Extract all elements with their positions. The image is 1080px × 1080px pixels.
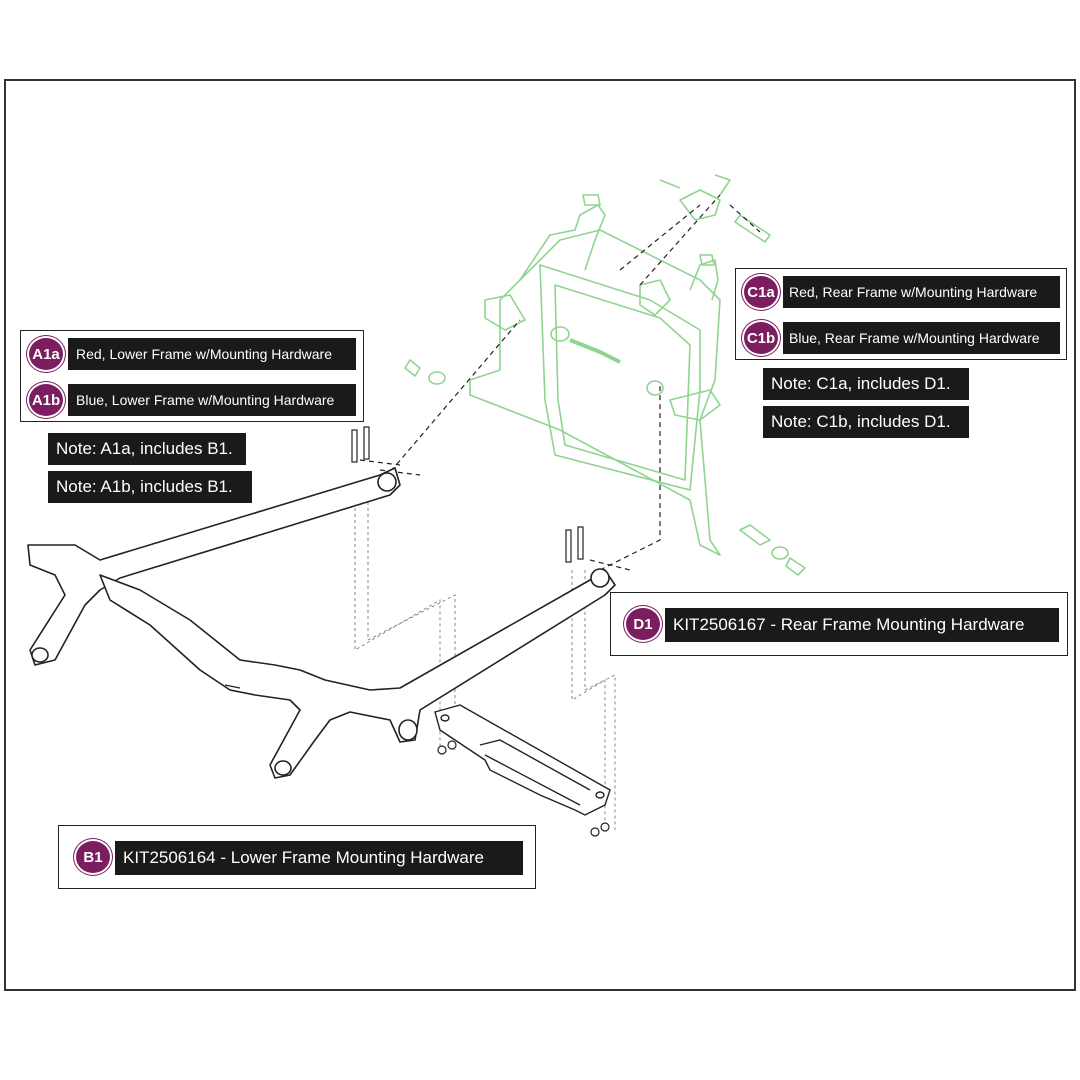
part-label-a1a-text: Red, Lower Frame w/Mounting Hardware — [76, 346, 332, 362]
part-badge-d1-code: D1 — [633, 615, 653, 633]
part-badge-a1b-code: A1b — [31, 391, 61, 409]
part-label-a1b-text: Blue, Lower Frame w/Mounting Hardware — [76, 392, 335, 408]
note-a1a: Note: A1a, includes B1. — [48, 433, 246, 465]
part-badge-b1-code: B1 — [83, 848, 103, 866]
part-badge-c1a-code: C1a — [747, 283, 775, 301]
part-badge-a1a: A1a — [27, 336, 65, 372]
part-label-b1-text: KIT2506164 - Lower Frame Mounting Hardwa… — [123, 848, 484, 867]
note-a1b: Note: A1b, includes B1. — [48, 471, 252, 503]
part-badge-c1b-code: C1b — [746, 329, 776, 347]
mounting-bolts — [351, 426, 610, 837]
part-label-d1-text: KIT2506167 - Rear Frame Mounting Hardwar… — [673, 615, 1025, 634]
lower-frame-part — [27, 467, 616, 779]
part-badge-d1: D1 — [624, 606, 662, 642]
assembly-guide-lines — [359, 194, 761, 571]
note-a1b-text: Note: A1b, includes B1. — [56, 477, 233, 496]
lower-bracket-part — [434, 704, 611, 816]
part-label-c1b: Blue, Rear Frame w/Mounting Hardware — [783, 322, 1060, 354]
rear-frame-part — [404, 174, 806, 576]
note-c1a-text: Note: C1a, includes D1. — [771, 374, 951, 393]
part-label-c1a: Red, Rear Frame w/Mounting Hardware — [783, 276, 1060, 308]
part-label-d1: KIT2506167 - Rear Frame Mounting Hardwar… — [665, 608, 1059, 642]
part-badge-a1b: A1b — [27, 382, 65, 418]
part-badge-a1a-code: A1a — [32, 345, 60, 363]
part-label-c1a-text: Red, Rear Frame w/Mounting Hardware — [789, 284, 1038, 300]
part-label-a1b: Blue, Lower Frame w/Mounting Hardware — [68, 384, 356, 416]
part-badge-b1: B1 — [74, 839, 112, 875]
part-label-a1a: Red, Lower Frame w/Mounting Hardware — [68, 338, 356, 370]
part-label-b1: KIT2506164 - Lower Frame Mounting Hardwa… — [115, 841, 523, 875]
part-badge-c1b: C1b — [742, 320, 780, 356]
note-a1a-text: Note: A1a, includes B1. — [56, 439, 233, 458]
part-badge-c1a: C1a — [742, 274, 780, 310]
note-c1b: Note: C1b, includes D1. — [763, 406, 969, 438]
part-label-c1b-text: Blue, Rear Frame w/Mounting Hardware — [789, 330, 1040, 346]
note-c1b-text: Note: C1b, includes D1. — [771, 412, 951, 431]
note-c1a: Note: C1a, includes D1. — [763, 368, 969, 400]
